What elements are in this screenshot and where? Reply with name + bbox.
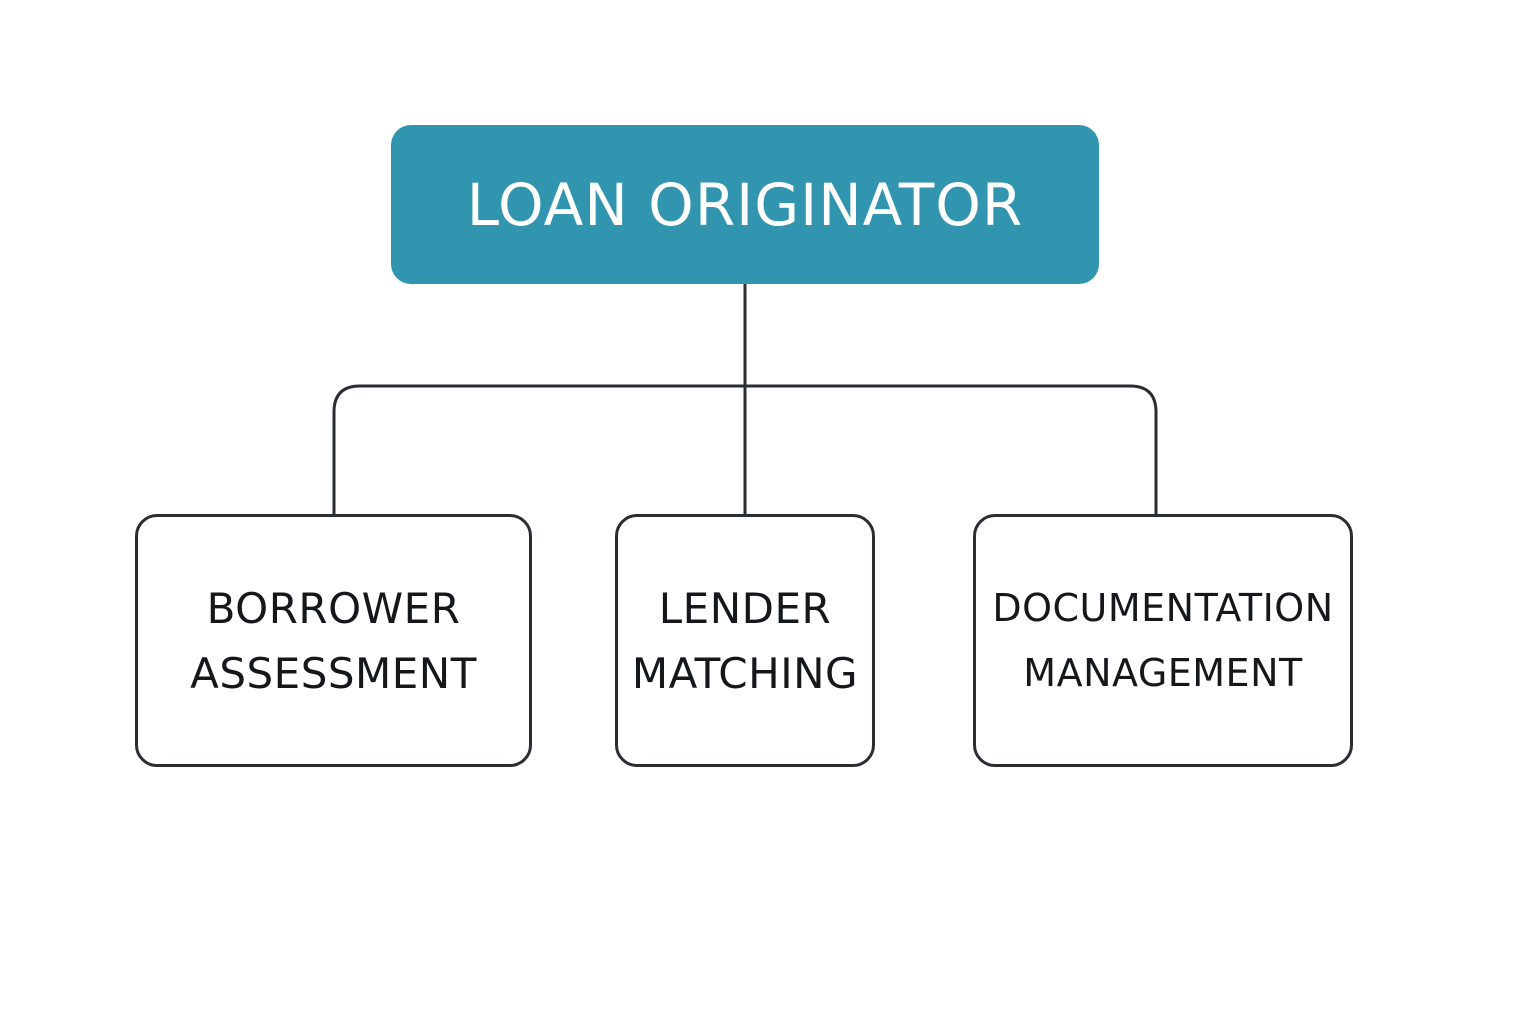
child-node-label-line2: MATCHING (631, 648, 859, 698)
child-node-label-line1: DOCUMENTATION (992, 585, 1334, 630)
child-node-label: BORROWER ASSESSMENT (190, 576, 477, 706)
child-node-label-line1: BORROWER (206, 583, 461, 633)
child-node-lender-matching: LENDER MATCHING (615, 514, 875, 767)
child-node-label-line2: ASSESSMENT (190, 648, 477, 698)
child-node-borrower-assessment: BORROWER ASSESSMENT (135, 514, 532, 767)
root-node-loan-originator: LOAN ORIGINATOR (391, 125, 1099, 284)
child-node-documentation-management: DOCUMENTATION MANAGEMENT (973, 514, 1353, 767)
child-node-label: LENDER MATCHING (632, 576, 858, 706)
connector-branch-bar (332, 384, 1158, 514)
root-node-label: LOAN ORIGINATOR (466, 170, 1024, 239)
child-node-label-line1: LENDER (658, 583, 832, 633)
child-node-label-line2: MANAGEMENT (1023, 650, 1303, 695)
child-node-label: DOCUMENTATION MANAGEMENT (992, 576, 1333, 706)
